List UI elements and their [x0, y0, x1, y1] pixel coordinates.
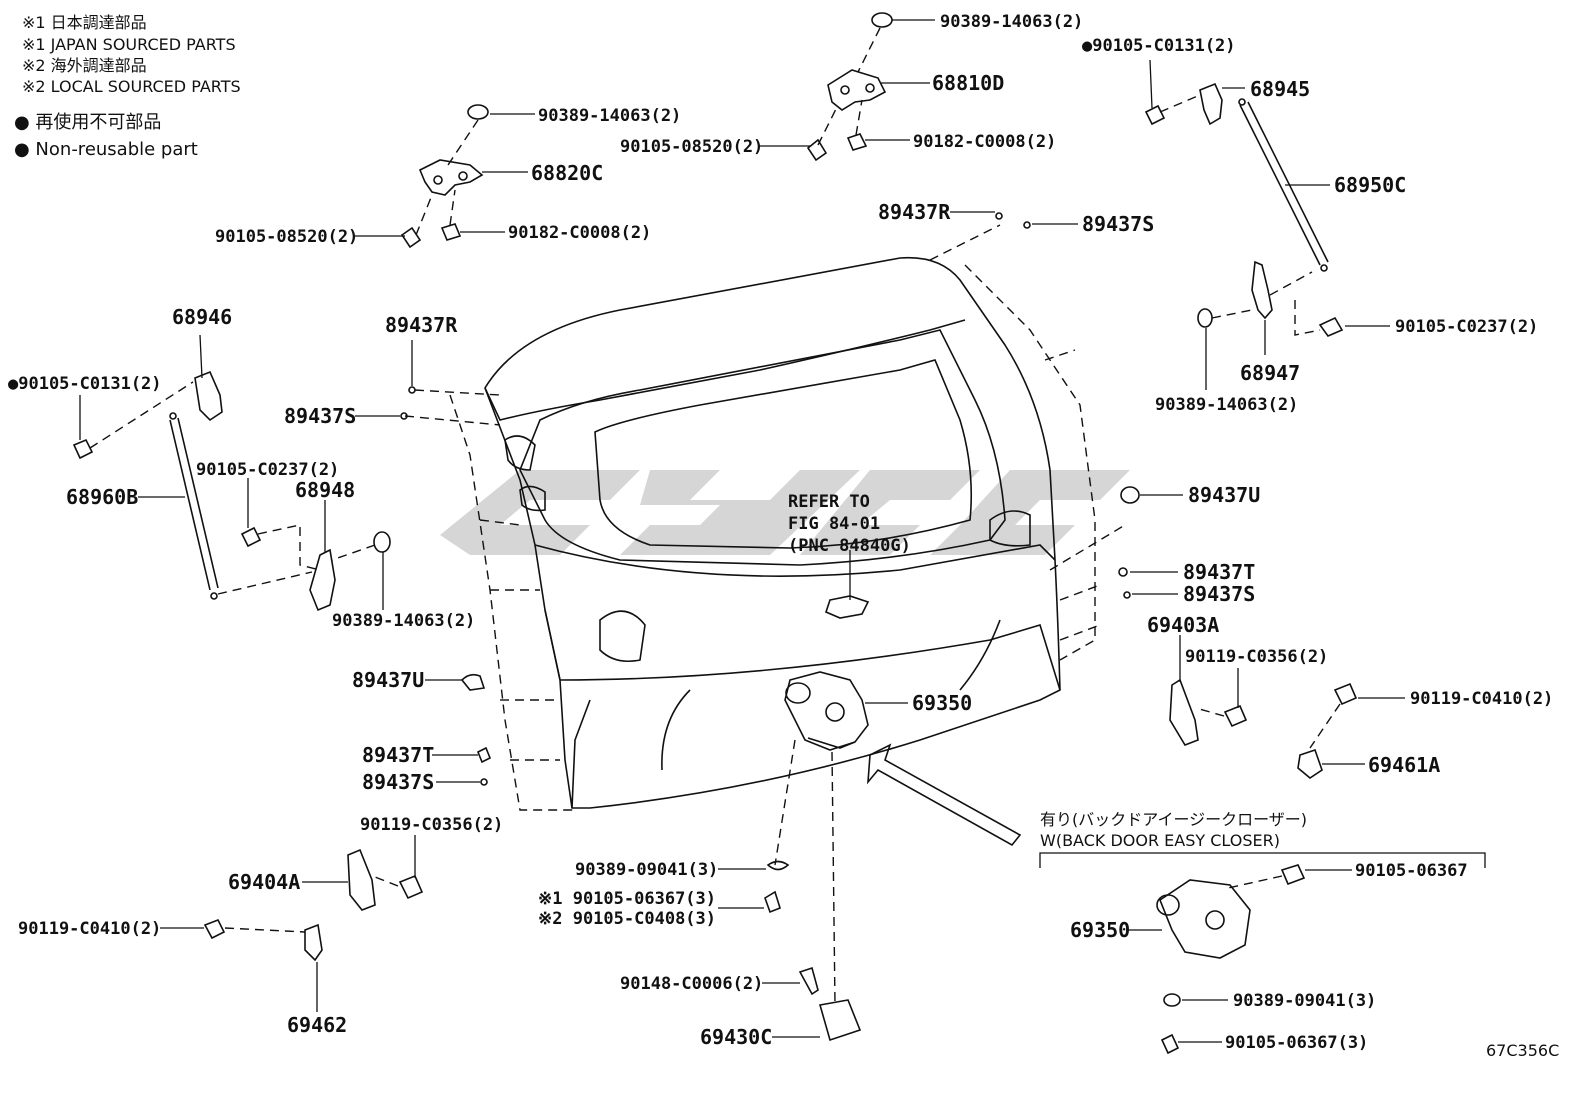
part-label: 90389-14063(2): [1155, 395, 1298, 415]
part-label: 89437R: [385, 313, 458, 337]
easy-closer-group: [1039, 852, 1486, 1055]
part-label: 90105-06367: [1355, 861, 1468, 881]
part-label: 90119-C0356(2): [360, 815, 503, 835]
part-label: 89437U: [352, 668, 424, 692]
part-label: 69350: [912, 691, 972, 715]
part-label: 90119-C0410(2): [1410, 689, 1553, 709]
part-label: 90105-08520(2): [620, 137, 763, 157]
part-label: 68810D: [932, 71, 1004, 95]
part-label: 89437R: [878, 200, 951, 224]
part-label: 69430C: [700, 1025, 772, 1049]
part-label: 68950C: [1334, 173, 1406, 197]
part-label: 69462: [287, 1013, 347, 1037]
part-label: 90148-C0006(2): [620, 974, 763, 994]
back-door-panel: [484, 256, 1061, 809]
legend-line-2: ※1 JAPAN SOURCED PARTS: [22, 35, 236, 54]
part-label: 90389-14063(2): [940, 12, 1083, 32]
part-label: 89437S: [284, 404, 356, 428]
part-label: 90182-C0008(2): [508, 223, 651, 243]
part-label: 69404A: [228, 870, 300, 894]
part-label: 90182-C0008(2): [913, 132, 1056, 152]
part-label: 90105-06367(3): [1225, 1033, 1368, 1053]
leader-lines: [79, 19, 1405, 1043]
legend-line-4: ※2 LOCAL SOURCED PARTS: [22, 77, 241, 96]
part-label: 90119-C0356(2): [1185, 647, 1328, 667]
part-label: 69403A: [1147, 613, 1219, 637]
legend: ※1 日本調達部品 ※1 JAPAN SOURCED PARTS ※2 海外調達…: [14, 13, 241, 160]
part-labels: 90389-14063(2) ●90105-C0131(2) 68810D 68…: [8, 12, 1553, 1053]
part-label: ※1 90105-06367(3): [538, 889, 716, 909]
hinge-68820c: [400, 104, 489, 249]
strut-68950c: [1144, 82, 1344, 337]
part-label: 89437S: [1082, 212, 1154, 236]
hinge-68810d: [806, 12, 893, 162]
door-frame-outline: [404, 224, 1126, 811]
part-label: 89437U: [1188, 483, 1260, 507]
part-label: ※2 90105-C0408(3): [538, 909, 716, 929]
small-parts-lower-left: [203, 212, 1358, 1042]
part-label: 90105-C0237(2): [1395, 317, 1538, 337]
refer-line-3: (PNC 84840G): [788, 536, 911, 556]
part-label: 68960B: [66, 485, 138, 509]
refer-line-1: REFER TO: [788, 492, 870, 512]
watermark-logo: [440, 470, 1130, 555]
legend-line-1: ※1 日本調達部品: [22, 13, 147, 32]
part-label: 89437T: [1183, 560, 1255, 584]
part-label: 89437S: [1183, 582, 1255, 606]
part-label: 90119-C0410(2): [18, 919, 161, 939]
legend-nonreuse-en: ● Non-reusable part: [14, 139, 198, 160]
legend-nonreuse-jp: ● 再使用不可部品: [14, 112, 161, 133]
part-label: 89437T: [362, 743, 434, 767]
part-label: 68947: [1240, 361, 1300, 385]
part-label: 90389-09041(3): [1233, 991, 1376, 1011]
part-label: 90105-08520(2): [215, 227, 358, 247]
part-label: 90105-C0237(2): [196, 460, 339, 480]
latch-69350: [774, 550, 870, 1006]
option-note: 有り(バックドアイージークローザー) W(BACK DOOR EASY CLOS…: [1040, 810, 1307, 850]
option-line-1: 有り(バックドアイージークローザー): [1040, 810, 1307, 829]
refer-note: REFER TO FIG 84-01 (PNC 84840G): [788, 492, 911, 556]
part-label: 68945: [1250, 77, 1310, 101]
part-label: 69461A: [1368, 753, 1440, 777]
part-label: 68820C: [531, 161, 603, 185]
part-label: ●90105-C0131(2): [8, 374, 162, 394]
legend-line-3: ※2 海外調達部品: [22, 56, 147, 75]
refer-line-2: FIG 84-01: [788, 514, 880, 534]
part-label: 68946: [172, 305, 232, 329]
part-label: 89437S: [362, 770, 434, 794]
part-label: 69350: [1070, 918, 1130, 942]
part-label: ●90105-C0131(2): [1082, 36, 1236, 56]
strut-68960b: [72, 370, 391, 612]
option-line-2: W(BACK DOOR EASY CLOSER): [1040, 831, 1280, 850]
part-label: 90389-14063(2): [332, 611, 475, 631]
part-label: 68948: [295, 478, 355, 502]
diagram-code: 67C356C: [1486, 1041, 1559, 1060]
part-label: 90389-09041(3): [575, 860, 718, 880]
pointer-arrow: [867, 743, 1022, 847]
part-label: 90389-14063(2): [538, 106, 681, 126]
